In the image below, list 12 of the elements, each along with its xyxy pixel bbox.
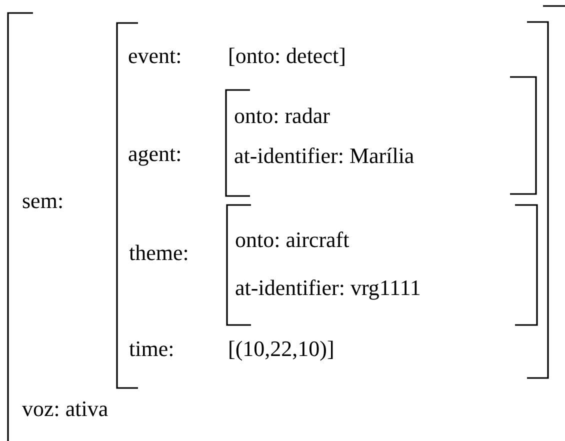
- feature-name: agent:: [128, 141, 182, 167]
- feature-value: at-identifier: vrg1111: [235, 275, 421, 301]
- feature-name: time:: [129, 336, 174, 362]
- feature-value: onto: radar: [234, 103, 330, 129]
- feature-value: at-identifier: Marília: [234, 143, 414, 169]
- feature-value: [onto: detect]: [228, 43, 346, 69]
- feature-value: [(10,22,10)]: [228, 336, 334, 362]
- feature-label: voz: ativa: [22, 396, 108, 422]
- feature-name: sem:: [22, 188, 64, 214]
- feature-value: onto: aircraft: [235, 227, 350, 253]
- feature-name: event:: [128, 43, 182, 69]
- feature-name: theme:: [129, 240, 189, 266]
